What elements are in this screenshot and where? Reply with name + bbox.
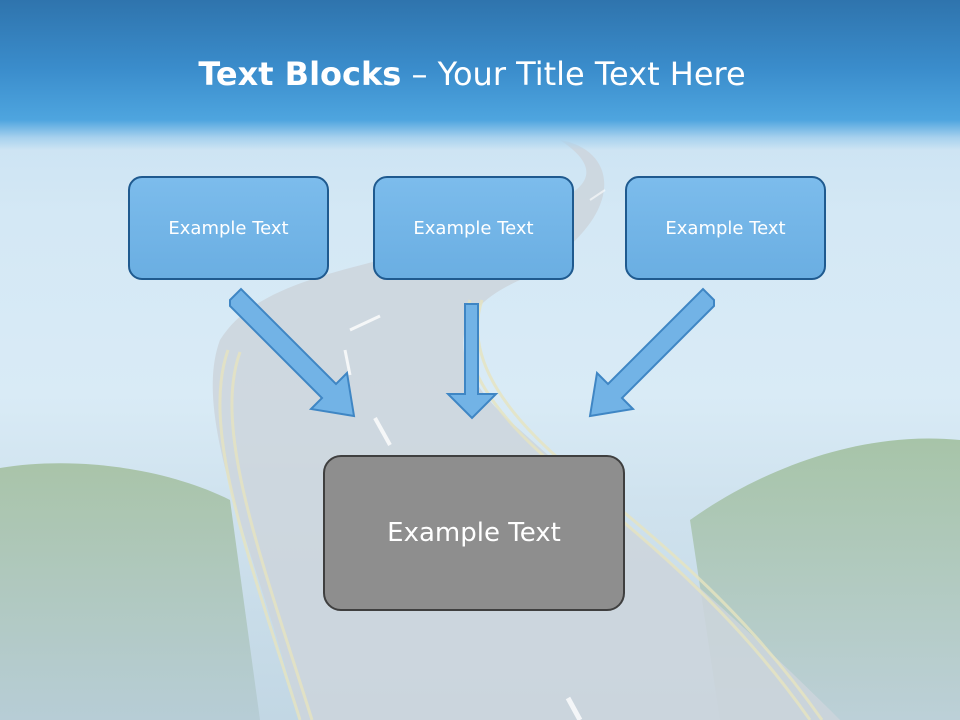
slide-title: Text Blocks – Your Title Text Here: [0, 55, 944, 93]
text-block-2[interactable]: Example Text: [373, 176, 574, 280]
text-block-3[interactable]: Example Text: [625, 176, 826, 280]
text-block-1-label: Example Text: [168, 217, 289, 239]
arrow-right-down-left: [588, 287, 715, 418]
title-banner: [0, 0, 960, 150]
text-block-2-label: Example Text: [413, 217, 534, 239]
text-block-1[interactable]: Example Text: [128, 176, 329, 280]
title-rest: Your Title Text Here: [437, 55, 746, 93]
title-bold: Text Blocks: [198, 55, 402, 93]
text-block-3-label: Example Text: [665, 217, 786, 239]
title-dash: –: [401, 55, 438, 93]
arrow-center-down: [445, 303, 499, 420]
center-text-block-label: Example Text: [387, 518, 561, 548]
arrow-left-down-right: [229, 287, 356, 418]
center-text-block[interactable]: Example Text: [323, 455, 625, 611]
